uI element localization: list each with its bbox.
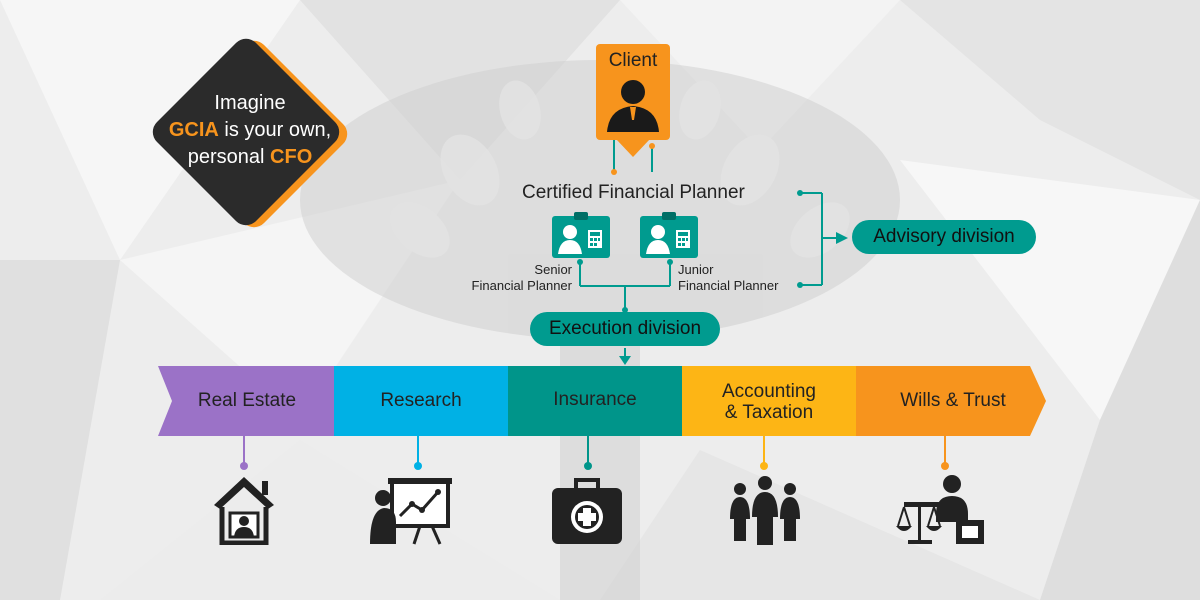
division-label-research: Research (380, 390, 462, 411)
junior-line1: Junior (678, 262, 714, 277)
execution-division-pill: Execution division (530, 312, 720, 346)
callout-line2: GCIA is your own, (150, 117, 350, 144)
medical-kit-icon (552, 478, 622, 544)
ribbon-segment-accounting (682, 366, 856, 436)
house-person-icon (214, 477, 274, 545)
division-ribbon (158, 366, 1046, 436)
senior-planner-badge-icon (552, 212, 610, 258)
callout-line1: Imagine (214, 92, 286, 114)
callout-diamond (152, 38, 348, 228)
senior-planner-label: Senior Financial Planner (460, 262, 572, 294)
division-label-real-estate: Real Estate (197, 390, 297, 411)
division-label-wills: Wills & Trust (900, 390, 1006, 411)
callout-line3-pre: personal (187, 146, 271, 168)
people-group-icon (730, 476, 800, 545)
callout-line2-rest: is your own, (218, 119, 332, 141)
division-label-accounting-line1: Accounting (721, 381, 816, 402)
division-label-insurance: Insurance (553, 389, 637, 410)
lawyer-scales-icon (896, 475, 984, 544)
junior-planner-label: Junior Financial Planner (678, 262, 798, 294)
ribbon-segment-wills (856, 366, 1046, 436)
callout-role: CFO (270, 146, 313, 168)
callout-line3: personal CFO (150, 144, 350, 171)
junior-line2: Financial Planner (678, 278, 779, 293)
advisory-division-pill: Advisory division (852, 220, 1036, 254)
callout-text: Imagine GCIA is your own, personal CFO (150, 90, 350, 171)
senior-line1: Senior (534, 262, 572, 277)
client-pointer (616, 139, 650, 157)
client-person-icon (607, 80, 659, 132)
cfp-title: Certified Financial Planner (522, 182, 745, 203)
callout-brand: GCIA (168, 119, 219, 141)
division-label-accounting: Accounting & Taxation (682, 381, 856, 423)
client-label: Client (608, 50, 658, 71)
ribbon-segment-insurance (508, 366, 682, 436)
junior-planner-badge-icon (640, 212, 698, 258)
division-label-accounting-line2: & Taxation (724, 402, 814, 423)
senior-line2: Financial Planner (471, 278, 572, 293)
ribbon-segment-research (334, 366, 508, 436)
presentation-chart-icon (370, 478, 452, 545)
ribbon-segment-real-estate (158, 366, 334, 436)
